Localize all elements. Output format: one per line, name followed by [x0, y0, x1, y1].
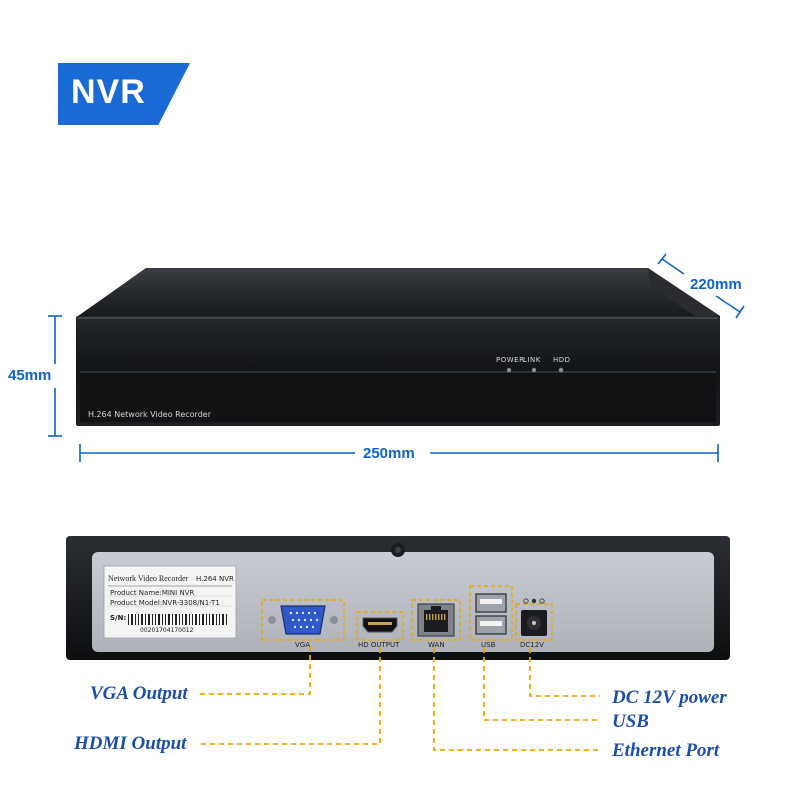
- vga-port: [261, 599, 345, 641]
- hdmi-port: [356, 611, 404, 641]
- rear-device: [66, 536, 730, 660]
- callout-usb: USB: [612, 711, 649, 732]
- port-label-usb: USB: [481, 641, 496, 649]
- depth-dimension-label: 220mm: [690, 276, 742, 293]
- sticker-product-model: Product Model:NVR-3308/N1-T1: [110, 599, 220, 607]
- callout-ethernet-port: Ethernet Port: [612, 740, 720, 761]
- label-sticker: [103, 565, 237, 639]
- sticker-product-name: Product Name:MINI NVR: [110, 589, 195, 597]
- rear-panel: [92, 552, 714, 652]
- led-link: [531, 367, 537, 373]
- port-label-vga: VGA: [295, 641, 311, 649]
- dimension-lines: [48, 253, 745, 462]
- callout-vga-output: VGA Output: [90, 683, 188, 704]
- dc-port: [515, 598, 553, 641]
- port-label-hdmi: HD OUTPUT: [358, 641, 400, 649]
- led-hdd: [558, 367, 564, 373]
- sticker-title: Network Video Recorder: [108, 574, 189, 583]
- front-bezel-lower: [80, 372, 716, 422]
- led-label-power: POWER: [496, 356, 525, 364]
- usb-ports: [469, 585, 513, 641]
- sticker-sn-number: 00201704170012: [140, 627, 194, 634]
- front-device: [76, 268, 720, 426]
- port-label-dc: DC12V: [520, 641, 544, 649]
- badge-label: NVR: [71, 73, 146, 111]
- port-label-wan: WAN: [428, 641, 445, 649]
- led-label-link: LINK: [523, 356, 541, 364]
- callout-hdmi-output: HDMI Output: [74, 733, 187, 754]
- sticker-model-code: H.264 NVR: [196, 575, 234, 583]
- ethernet-port: [411, 599, 461, 641]
- barcode: [128, 614, 227, 625]
- led-label-hdd: HDD: [553, 356, 571, 364]
- device-top-surface: [78, 268, 720, 316]
- sticker-sn-label: S/N:: [110, 614, 127, 622]
- height-dimension-label: 45mm: [8, 367, 52, 384]
- callout-lines: [198, 646, 600, 751]
- width-dimension-label: 250mm: [363, 445, 415, 462]
- front-brand-text: H.264 Network Video Recorder: [88, 410, 211, 419]
- callout-dc-power: DC 12V power: [612, 687, 727, 708]
- led-power: [506, 367, 512, 373]
